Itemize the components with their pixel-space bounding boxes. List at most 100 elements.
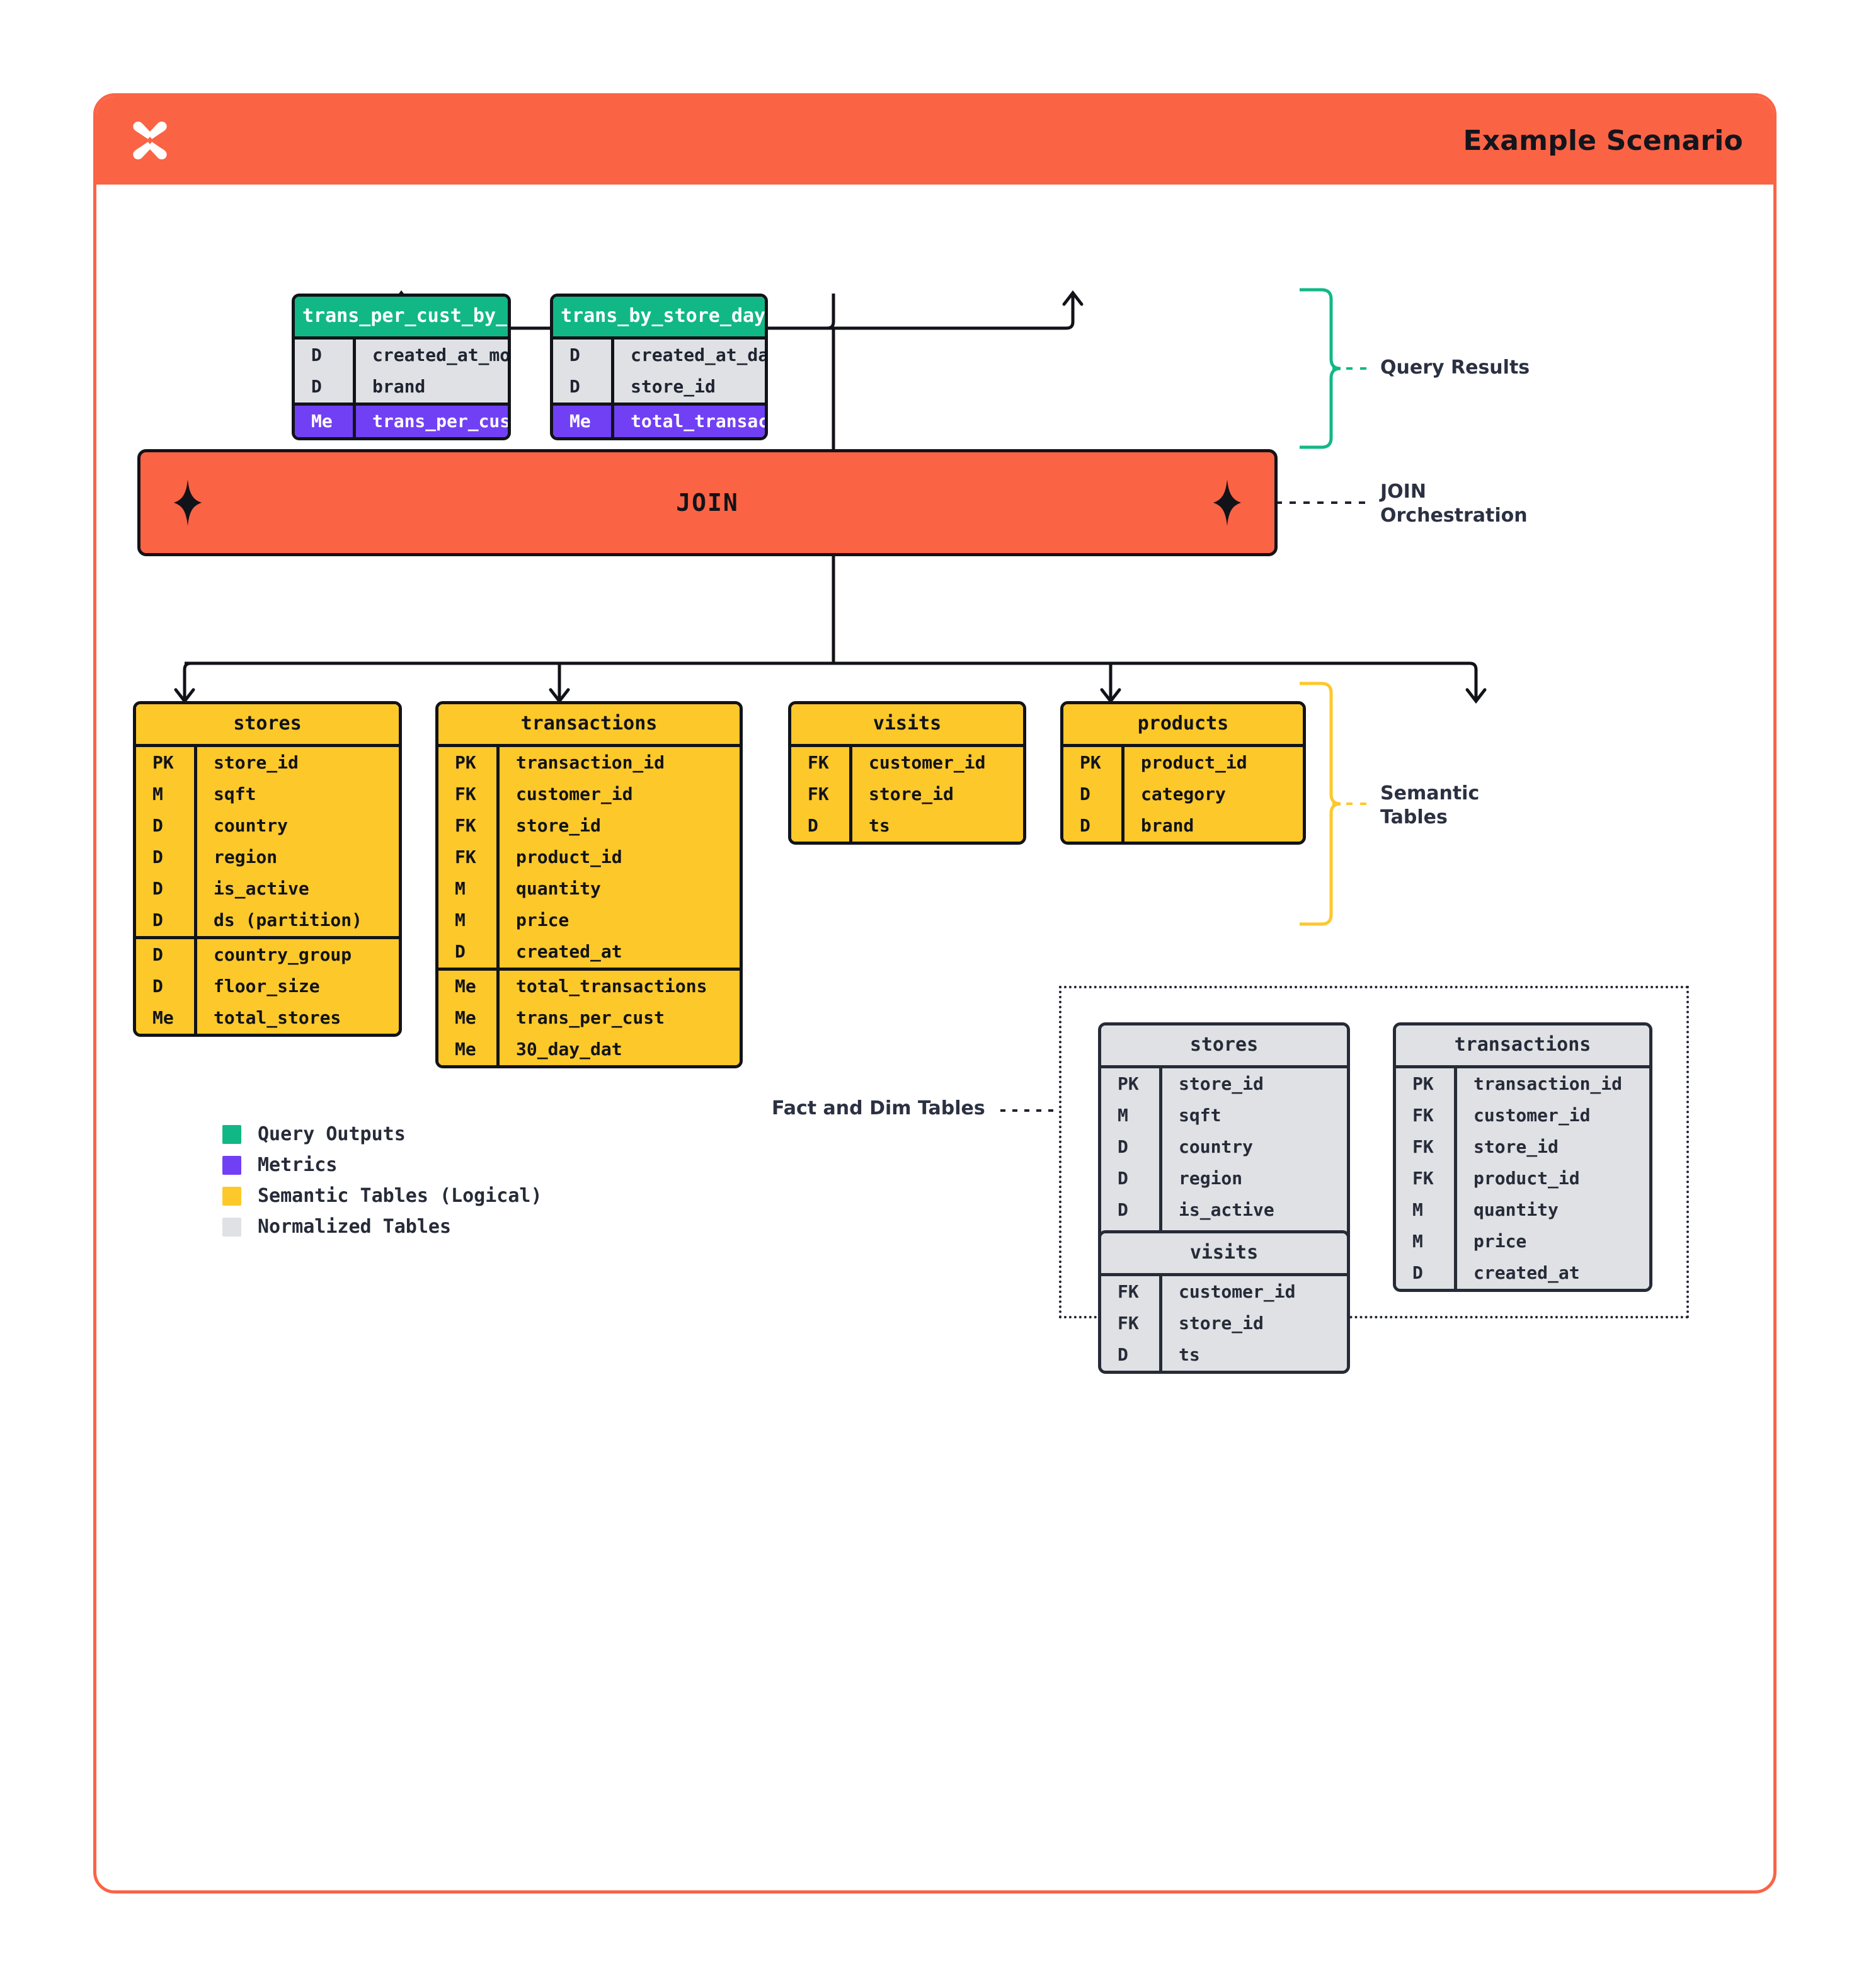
row-field: country <box>1159 1131 1347 1163</box>
row-key: D <box>1396 1257 1454 1289</box>
row-key: M <box>1396 1226 1454 1257</box>
legend-swatch-normalized-tables <box>222 1217 241 1237</box>
row-key: M <box>136 779 194 810</box>
fact-dim-group-box <box>1059 986 1689 1318</box>
row-key: FK <box>1396 1163 1454 1194</box>
row-field: total_stores <box>194 1002 399 1034</box>
annotation-join-orchestration: JOIN Orchestration <box>1380 480 1528 528</box>
row-key: D <box>295 340 353 371</box>
card-header: Example Scenario <box>96 96 1773 185</box>
row-field: customer_id <box>849 747 1023 779</box>
query-result-table-trans-per-cust-by-brand-month[interactable]: trans_per_cust_by_brand_month D created_… <box>292 294 511 440</box>
row-field: sqft <box>194 779 399 810</box>
annotation-semantic-line1: Semantic <box>1380 782 1480 804</box>
row-key: FK <box>1101 1276 1159 1308</box>
row-key: D <box>438 936 496 968</box>
row-key: Me <box>438 1002 496 1034</box>
table-row[interactable]: Me total_transactions <box>553 406 765 437</box>
row-field: customer_id <box>1454 1100 1649 1131</box>
table-row[interactable]: Me trans_per_cust <box>295 406 508 437</box>
table-row[interactable]: D brand <box>295 371 508 403</box>
row-field: created_at <box>496 936 740 968</box>
row-key: D <box>1101 1339 1159 1371</box>
row-key: D <box>136 810 194 842</box>
row-key: FK <box>791 779 849 810</box>
annotation-semantic-line2: Tables <box>1380 806 1448 829</box>
legend-label: Normalized Tables <box>258 1216 452 1238</box>
row-field: is_active <box>194 873 399 905</box>
row-key: D <box>136 873 194 905</box>
row-key: FK <box>438 810 496 842</box>
table-row[interactable]: D created_at_month <box>295 340 508 371</box>
page-title: Example Scenario <box>1463 124 1743 157</box>
row-key: FK <box>791 747 849 779</box>
row-field: created_at_month <box>353 340 508 371</box>
join-orchestration-bar[interactable]: JOIN <box>137 449 1278 556</box>
query-result-table-trans-by-store-day[interactable]: trans_by_store_day D created_at_day D st… <box>550 294 768 440</box>
legend-label: Query Outputs <box>258 1123 406 1145</box>
legend-label: Semantic Tables (Logical) <box>258 1185 542 1207</box>
table-row[interactable]: D created_at_day <box>553 340 765 371</box>
table-row[interactable]: D store_id <box>553 371 765 403</box>
row-field: ts <box>1159 1339 1347 1371</box>
row-field: sqft <box>1159 1100 1347 1131</box>
row-field: 30_day_dat <box>496 1034 740 1065</box>
row-field: store_id <box>1159 1308 1347 1339</box>
row-field: category <box>1121 779 1303 810</box>
annotation-fact-and-dim-tables: Fact and Dim Tables <box>772 1097 985 1119</box>
row-field: created_at_day <box>611 340 765 371</box>
annotation-join-line2: Orchestration <box>1380 505 1528 527</box>
row-field: transaction_id <box>496 747 740 779</box>
row-field: brand <box>1121 810 1303 842</box>
row-field: store_id <box>611 371 765 403</box>
